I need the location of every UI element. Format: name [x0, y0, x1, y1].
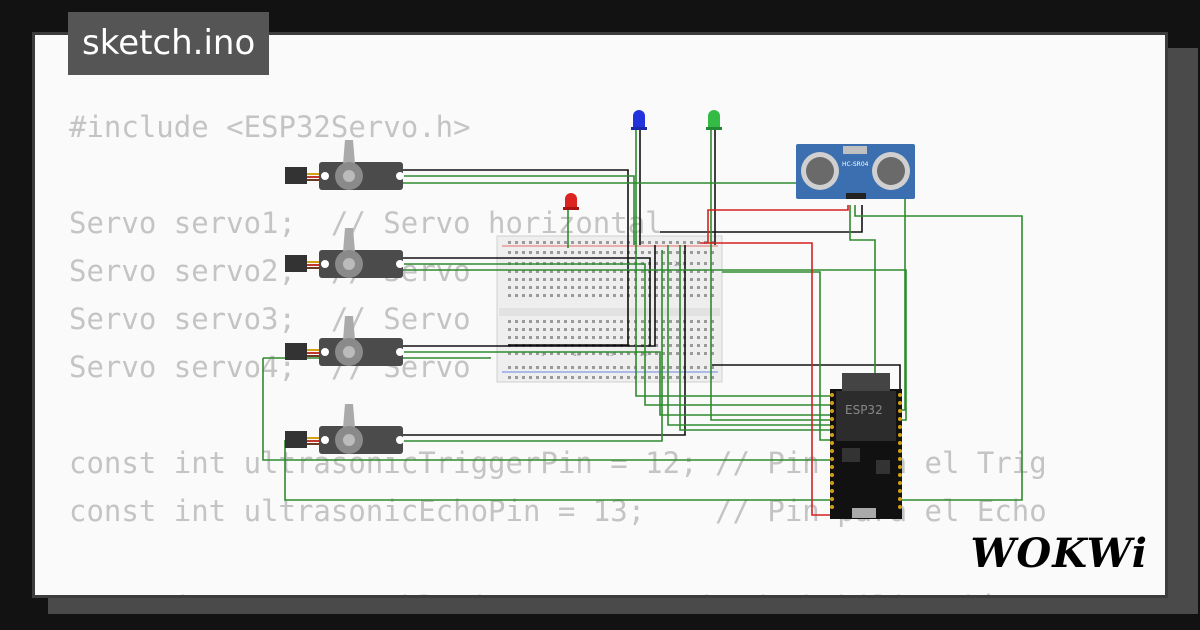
breadboard-number: 20	[640, 351, 648, 358]
code-line: const int motor1EnablePin = 33; // Pin d…	[69, 583, 1047, 595]
esp32-board: ESP32	[830, 373, 902, 519]
led-red	[563, 193, 579, 210]
code-line: Servo servo4; // Servo	[69, 350, 471, 384]
led-blue	[631, 110, 647, 130]
sensor-label: HC-SR04	[842, 161, 869, 168]
wires	[262, 128, 1023, 516]
wokwi-logo: WOKWi	[970, 530, 1148, 577]
project-filename: sketch.ino	[68, 12, 270, 75]
servo-motor	[285, 228, 404, 278]
servo-motor	[285, 316, 404, 366]
breadboard-number: 5	[541, 351, 545, 358]
led-green	[706, 110, 722, 130]
code-line: Servo servo3; // Servo	[69, 302, 471, 336]
breadboard-number: 25	[674, 261, 682, 268]
breadboard-number: 10	[573, 351, 581, 358]
code-line: #include <ESP32Servo.h>	[69, 110, 471, 144]
servo-motor	[285, 140, 404, 190]
ultrasonic-sensor: HC-SR04	[796, 144, 915, 199]
breadboard-number: 15	[606, 351, 614, 358]
servo-motor	[285, 404, 404, 454]
board-label: ESP32	[845, 403, 883, 417]
code-line: Servo servo1; // Servo horizontal	[69, 206, 663, 240]
